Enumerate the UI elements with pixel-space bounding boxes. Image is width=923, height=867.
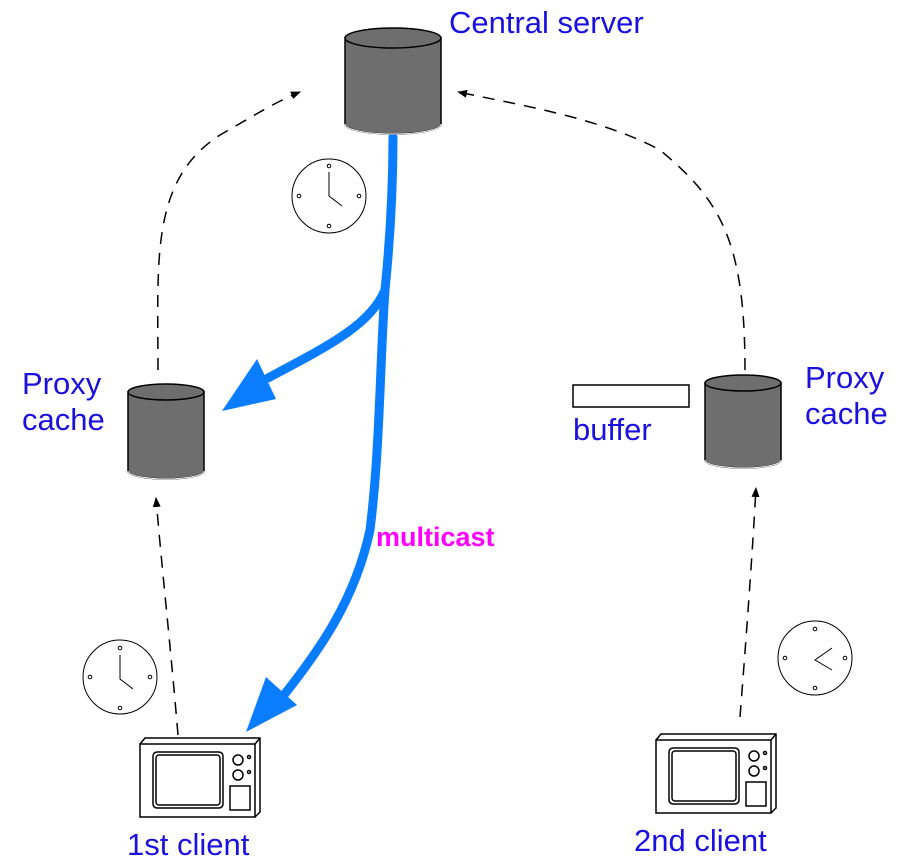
multicast-stream xyxy=(263,132,398,705)
dashed-path-right-proxy-to-server xyxy=(457,89,746,371)
client2-tv-icon xyxy=(655,733,777,814)
client2-label: 2nd client xyxy=(634,823,767,858)
stream-to-left-proxy xyxy=(263,285,390,383)
stream-to-client1 xyxy=(275,285,390,705)
client1-label: 1st client xyxy=(127,827,250,862)
clock-icon xyxy=(291,158,367,234)
central-server-label: Central server xyxy=(449,5,644,40)
right-proxy-label-line1: Proxy xyxy=(805,360,885,395)
dashed-request-paths xyxy=(152,89,760,736)
buffer-label: buffer xyxy=(573,412,652,447)
clock-icon xyxy=(82,639,158,715)
clock-icon xyxy=(777,620,853,696)
left-proxy-label-line1: Proxy xyxy=(22,366,102,401)
dashed-path-left-proxy-to-server xyxy=(156,91,301,371)
left-proxy-database-icon xyxy=(127,383,205,480)
stream-arrowhead-left-proxy-icon xyxy=(222,359,276,411)
client1-tv-icon xyxy=(139,737,261,818)
buffer-box xyxy=(572,384,690,408)
right-proxy-database-icon xyxy=(704,374,782,469)
stream-arrowhead-client1-icon xyxy=(246,677,297,732)
dashed-path-client2-to-right-proxy xyxy=(739,487,760,718)
multicast-label: multicast xyxy=(376,522,495,552)
left-proxy-label-line2: cache xyxy=(22,402,105,437)
dashed-path-client1-to-left-proxy xyxy=(152,497,179,736)
right-proxy-label-line2: cache xyxy=(805,396,888,431)
central-server-database-icon xyxy=(344,27,442,135)
stream-server-to-split xyxy=(380,132,398,295)
